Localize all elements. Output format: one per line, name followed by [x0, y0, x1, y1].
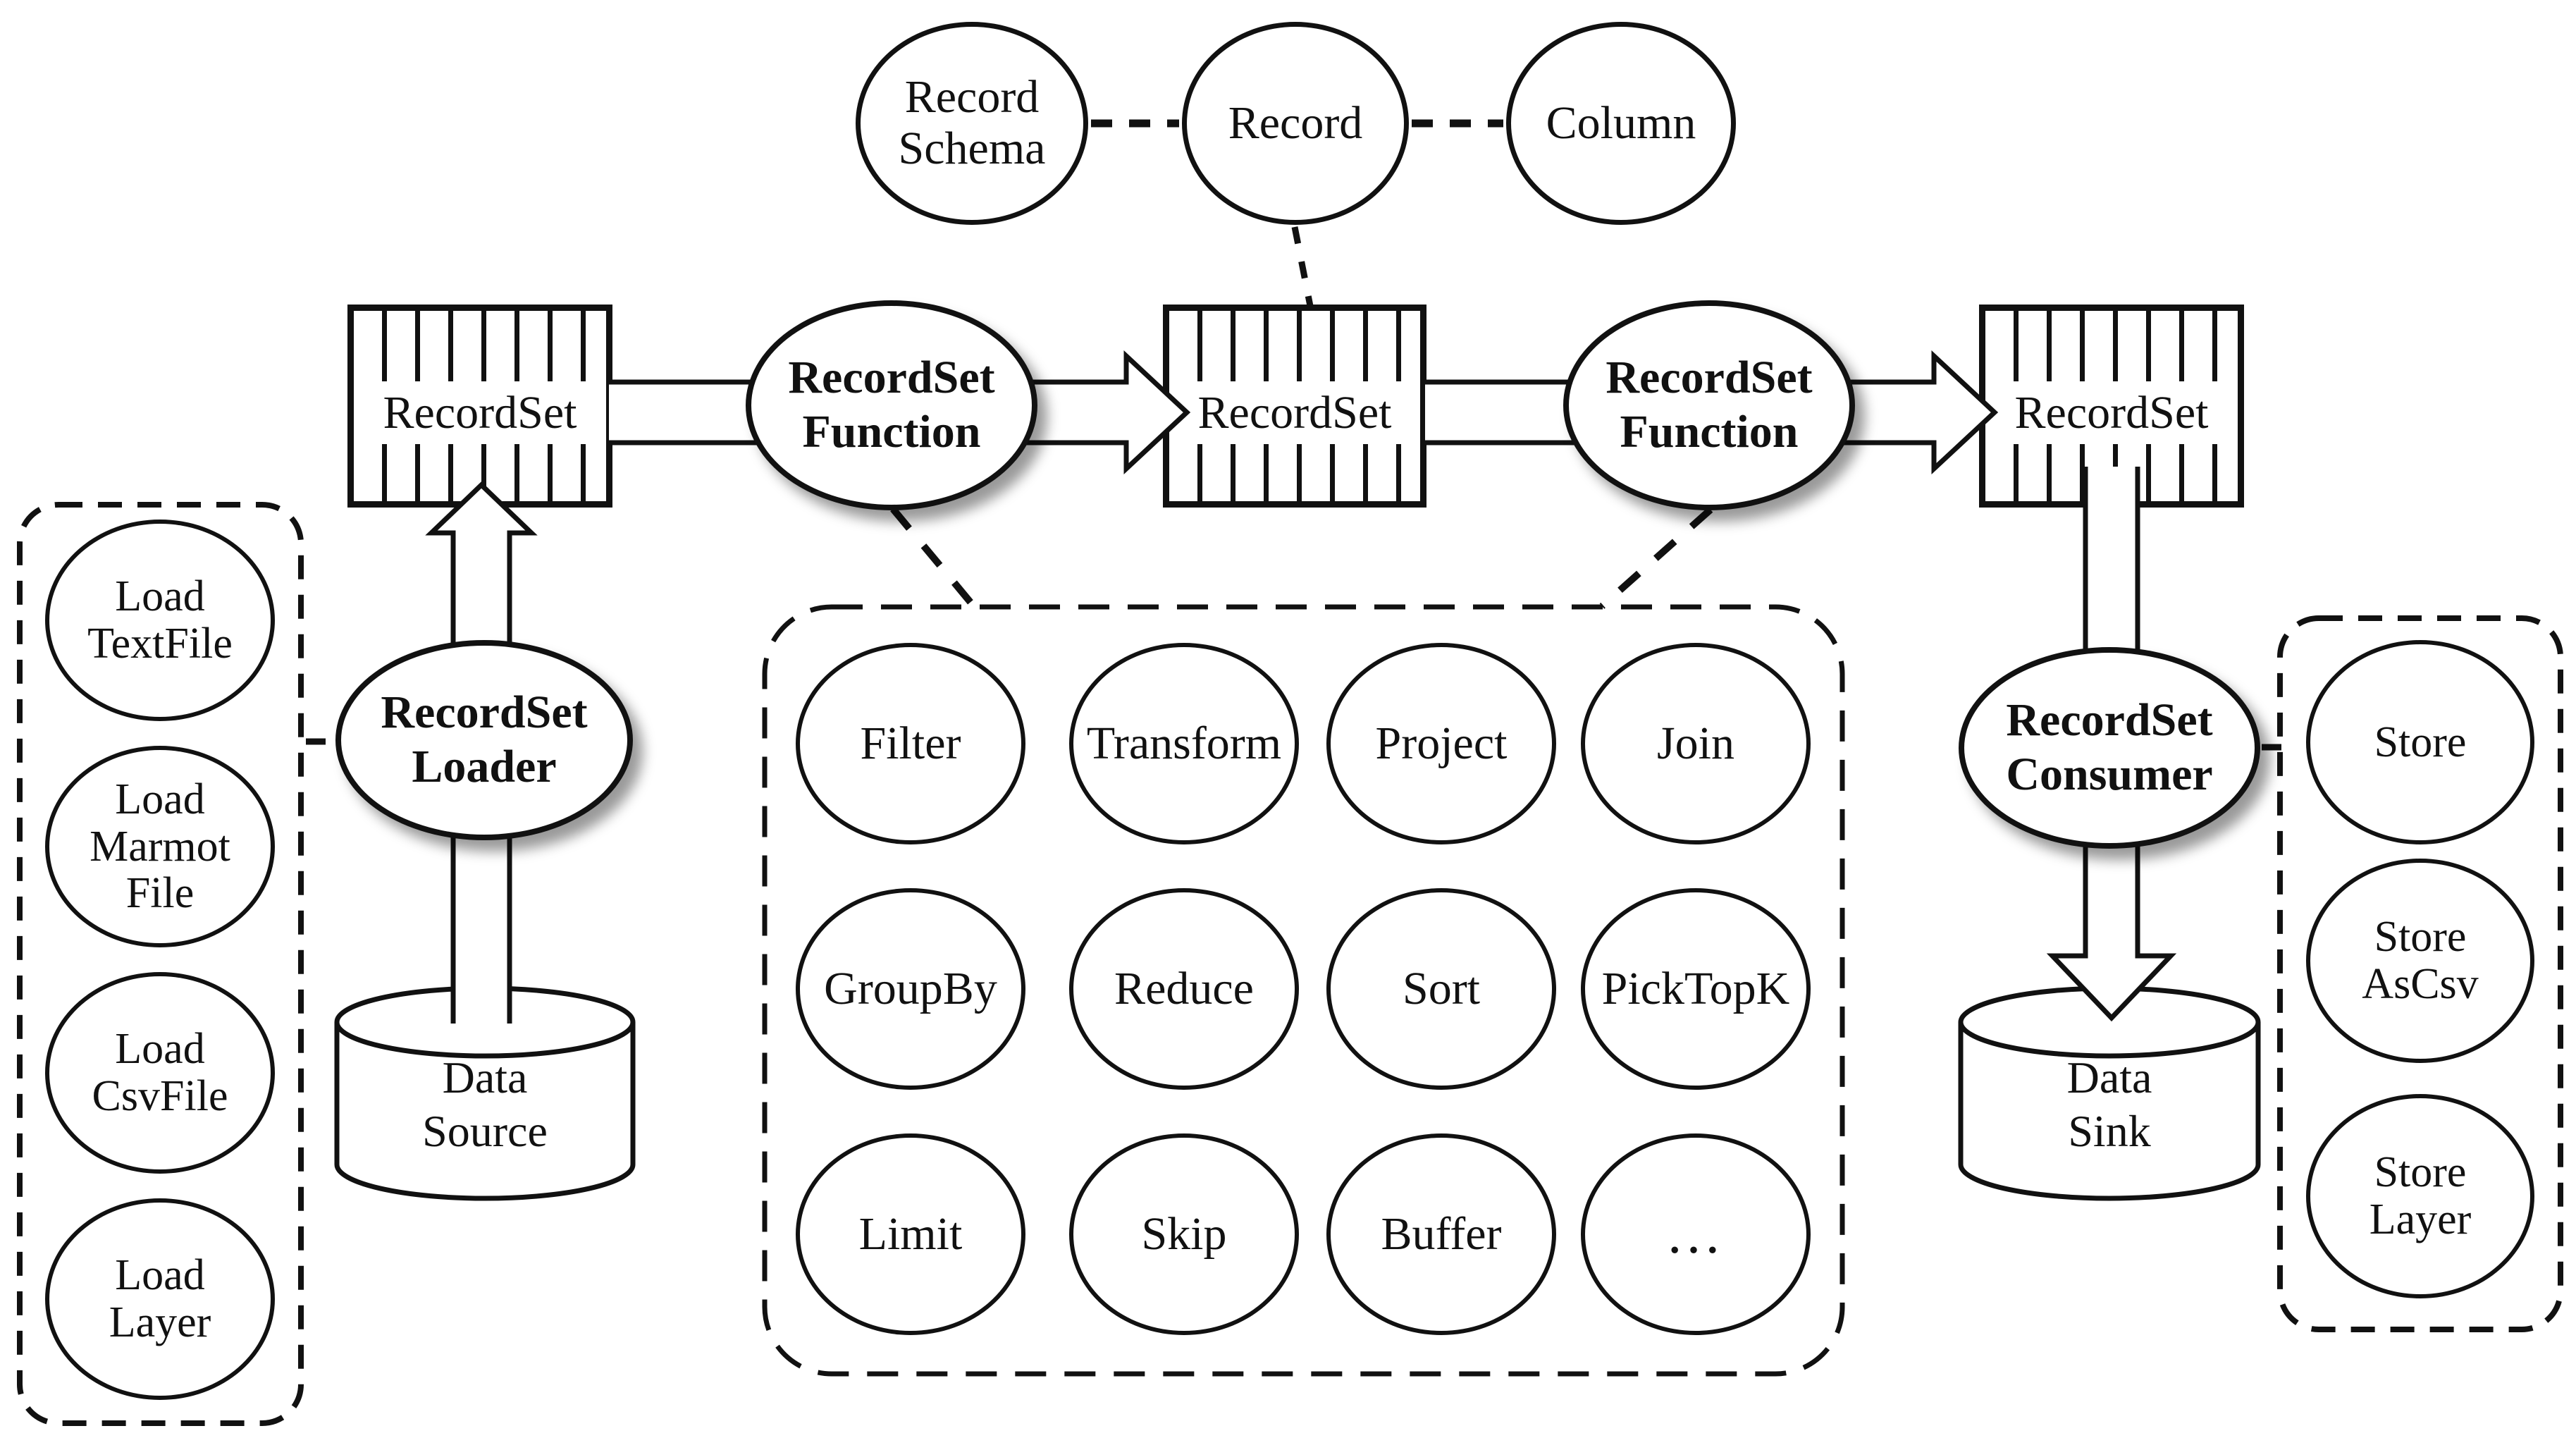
function-circle-sort: Sort: [1326, 888, 1556, 1090]
data-source-cylinder-body: [334, 1022, 636, 1201]
load-marmotfile-line2: Marmot: [90, 822, 230, 871]
record-schema-line2: Schema: [898, 123, 1046, 174]
record-circle: Record: [1182, 22, 1409, 225]
data-source-label: Data Source: [337, 1038, 633, 1172]
load-textfile-line1: Load: [115, 572, 205, 621]
consumer-line2: Consumer: [2006, 749, 2213, 800]
store-ascsv-line1: Store: [2374, 913, 2467, 961]
record-schema-line1: Record: [904, 71, 1040, 123]
data-source-line1: Data: [442, 1052, 528, 1103]
load-textfile-line2: TextFile: [87, 620, 233, 668]
load-csvfile-line1: Load: [115, 1025, 205, 1074]
function-circle-skip: Skip: [1069, 1133, 1299, 1335]
data-sink-cylinder: [1958, 985, 2261, 1201]
load-layer-line2: Layer: [109, 1298, 211, 1346]
recordset-box-1-label: RecordSet: [354, 381, 606, 444]
consumer-line1: RecordSet: [2006, 694, 2213, 746]
recordset-consumer-ellipse: RecordSet Consumer: [1959, 647, 2260, 849]
data-sink-label: Data Sink: [1961, 1038, 2258, 1172]
loader-group-dashed-box: [17, 502, 304, 1426]
store-layer-line2: Layer: [2369, 1196, 2472, 1243]
store-layer-line1: Store: [2374, 1148, 2467, 1197]
function1-line1: RecordSet: [788, 352, 995, 404]
function-circle-reduce: Reduce: [1069, 888, 1299, 1090]
store-ascsv-circle: Store AsCsv: [2306, 859, 2534, 1063]
function1-group-dashed-link: [890, 506, 975, 608]
recordset-function-ellipse-2: RecordSet Function: [1563, 300, 1855, 510]
data-source-line2: Source: [422, 1106, 548, 1156]
load-textfile-circle: Load TextFile: [45, 520, 275, 721]
recordset-box-2-label: RecordSet: [1169, 381, 1420, 444]
function-circle-limit: Limit: [796, 1133, 1025, 1335]
load-marmotfile-line3: File: [125, 869, 195, 918]
function1-line2: Function: [802, 406, 981, 457]
recordset-box-1: RecordSet: [347, 305, 612, 508]
load-layer-circle: Load Layer: [45, 1198, 275, 1400]
function-circle-ellipsis: …: [1581, 1133, 1811, 1335]
recordset-box-3-label: RecordSet: [1985, 381, 2238, 444]
loader-line2: Loader: [412, 741, 557, 792]
recordset-function-ellipse-1: RecordSet Function: [746, 300, 1037, 510]
data-sink-line2: Sink: [2068, 1106, 2151, 1156]
load-marmotfile-line1: Load: [115, 775, 205, 823]
data-sink-line1: Data: [2066, 1052, 2152, 1103]
data-sink-cylinder-body: [1958, 1022, 2261, 1201]
recordset-box-2: RecordSet: [1163, 305, 1426, 508]
function-circle-picktopk: PickTopK: [1581, 888, 1811, 1090]
load-csvfile-circle: Load CsvFile: [45, 972, 275, 1174]
function-circle-transform: Transform: [1069, 643, 1299, 844]
store-ascsv-line2: AsCsv: [2362, 960, 2479, 1008]
load-csvfile-line2: CsvFile: [92, 1072, 228, 1120]
function-circle-buffer: Buffer: [1326, 1133, 1556, 1335]
function2-line2: Function: [1620, 406, 1799, 457]
load-marmotfile-circle: Load Marmot File: [45, 746, 275, 947]
function2-line1: RecordSet: [1606, 352, 1813, 404]
function2-group-dashed-link: [1599, 507, 1713, 609]
load-layer-line1: Load: [115, 1251, 205, 1300]
record-recordset-dashed-link: [1291, 226, 1314, 307]
consumer-group-dashed-box: [2277, 615, 2563, 1332]
function-circle-project: Project: [1326, 643, 1556, 844]
store-layer-circle: Store Layer: [2306, 1094, 2534, 1298]
record-schema-circle: Record Schema: [856, 22, 1088, 225]
function-group-dashed-box: [762, 604, 1845, 1377]
function-circle-join: Join: [1581, 643, 1811, 844]
loader-line1: RecordSet: [381, 687, 588, 739]
store-circle: Store: [2306, 640, 2534, 844]
function-circle-groupby: GroupBy: [796, 888, 1025, 1090]
recordset-loader-ellipse: RecordSet Loader: [335, 640, 633, 840]
function-circle-filter: Filter: [796, 643, 1025, 844]
column-circle: Column: [1506, 22, 1736, 225]
